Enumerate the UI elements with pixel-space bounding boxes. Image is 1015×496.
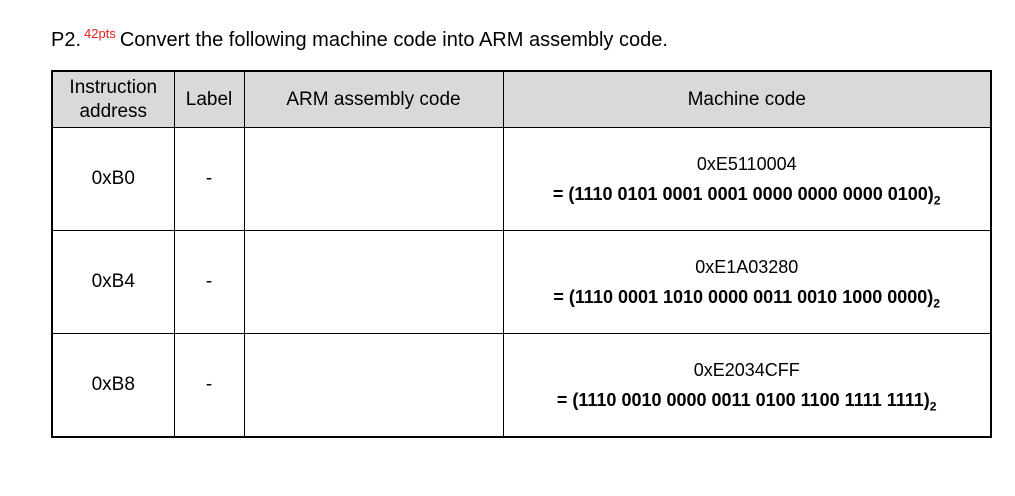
machine-code-hex: 0xE5110004 <box>696 154 797 174</box>
binary-value: = (1110 0010 0000 0011 0100 1100 1111 11… <box>556 390 930 410</box>
binary-base-subscript: 2 <box>933 296 941 311</box>
col-header-arm-assembly: ARM assembly code <box>243 70 504 128</box>
label-cell: - <box>173 333 245 438</box>
assembly-code-cell <box>243 230 504 334</box>
binary-value: = (1110 0101 0001 0001 0000 0000 0000 01… <box>552 184 934 204</box>
label-cell: - <box>173 230 245 334</box>
machine-code-hex: 0xE2034CFF <box>693 360 800 380</box>
assembly-code-cell <box>243 333 504 438</box>
binary-base-subscript: 2 <box>933 193 941 208</box>
machine-code-cell: 0xE1A03280 = (1110 0001 1010 0000 0011 0… <box>502 230 992 334</box>
assembly-code-cell <box>243 127 504 231</box>
machine-code-binary: = (1110 0010 0000 0011 0100 1100 1111 11… <box>504 385 991 415</box>
machine-code-table: Instruction address Label ARM assembly c… <box>51 70 992 438</box>
points-badge: 42pts <box>84 26 116 42</box>
col-header-instruction-address: Instruction address <box>51 70 175 128</box>
machine-code-hex: 0xE1A03280 <box>695 257 799 277</box>
machine-code-binary: = (1110 0101 0001 0001 0000 0000 0000 01… <box>504 179 991 209</box>
table-row: 0xB8 - 0xE2034CFF = (1110 0010 0000 0011… <box>51 333 992 438</box>
table-header-row: Instruction address Label ARM assembly c… <box>51 70 992 128</box>
col-header-machine-code: Machine code <box>502 70 992 128</box>
table-row: 0xB4 - 0xE1A03280 = (1110 0001 1010 0000… <box>51 230 992 334</box>
problem-number: P2. <box>51 29 82 51</box>
instruction-address-cell: 0xB4 <box>51 230 175 334</box>
machine-code-binary: = (1110 0001 1010 0000 0011 0010 1000 00… <box>504 282 991 312</box>
machine-code-cell: 0xE2034CFF = (1110 0010 0000 0011 0100 1… <box>502 333 992 438</box>
col-header-label: Label <box>173 70 245 128</box>
instruction-address-cell: 0xB0 <box>51 127 175 231</box>
table-row: 0xB0 - 0xE5110004 = (1110 0101 0001 0001… <box>51 127 992 231</box>
binary-base-subscript: 2 <box>929 399 937 414</box>
machine-code-cell: 0xE5110004 = (1110 0101 0001 0001 0000 0… <box>502 127 992 231</box>
binary-value: = (1110 0001 1010 0000 0011 0010 1000 00… <box>553 287 934 307</box>
problem-statement: Convert the following machine code into … <box>119 29 668 51</box>
label-cell: - <box>173 127 245 231</box>
instruction-address-cell: 0xB8 <box>51 333 175 438</box>
